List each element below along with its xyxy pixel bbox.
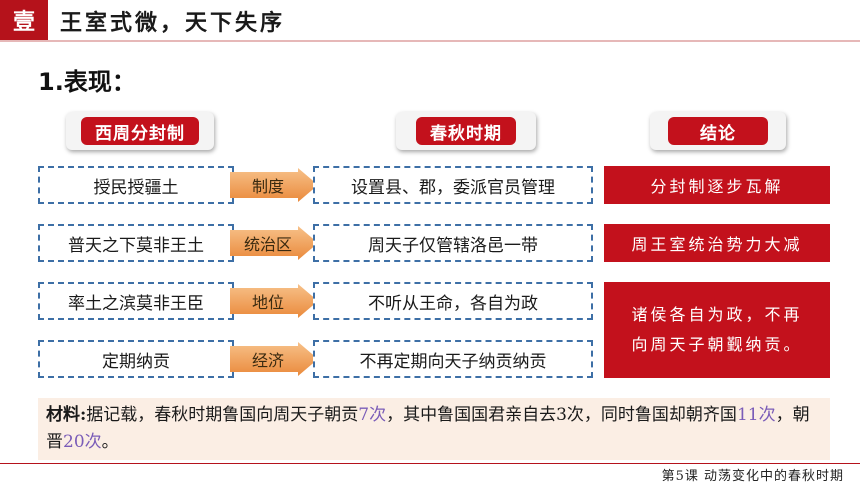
arrow-label: 统治区	[243, 235, 292, 254]
section-title: 1.表现：	[38, 68, 136, 96]
arrow-label: 制度	[251, 177, 284, 196]
conclusion-vassals: 诸侯各自为政，不再 向周天子朝觐纳贡。	[604, 282, 830, 378]
arrow-connector: 制度	[230, 168, 318, 202]
section-badge: 壹	[0, 0, 48, 40]
conclusion-line: 诸侯各自为政，不再	[631, 305, 803, 324]
arrow-right-icon	[230, 226, 318, 260]
arrow-connector: 经济	[230, 342, 318, 376]
slide-header: 壹 王室式微，天下失序	[0, 0, 860, 40]
west-zhou-item: 定期纳贡	[38, 340, 234, 378]
spring-autumn-item: 周天子仅管辖洛邑一带	[313, 224, 593, 262]
spring-autumn-item: 不听从王命，各自为政	[313, 282, 593, 320]
arrow-label: 地位	[251, 293, 284, 312]
material-number: 20次	[63, 432, 102, 452]
west-zhou-item: 普天之下莫非王土	[38, 224, 234, 262]
column-header-west-zhou: 西周分封制	[66, 112, 214, 150]
arrow-label: 经济	[251, 351, 284, 370]
material-tag: 材料:	[46, 405, 87, 425]
arrow-right-icon	[230, 168, 318, 202]
column-header-label: 结论	[668, 117, 768, 145]
material-text: ，朝晋	[46, 405, 810, 452]
slide-title: 王室式微，天下失序	[60, 10, 286, 36]
material-box: 材料:据记载，春秋时期鲁国向周天子朝贡7次，其中鲁国国君亲自去3次，同时鲁国却朝…	[38, 398, 830, 460]
arrow-connector: 统治区	[230, 226, 318, 260]
spring-autumn-item: 不再定期向天子纳贡纳贡	[313, 340, 593, 378]
arrow-right-icon	[230, 342, 318, 376]
header-divider	[0, 40, 860, 42]
column-header-conclusion: 结论	[650, 112, 786, 150]
column-header-spring-autumn: 春秋时期	[396, 112, 536, 150]
conclusion-line: 向周天子朝觐纳贡。	[631, 335, 803, 354]
spring-autumn-item: 设置县、郡，委派官员管理	[313, 166, 593, 204]
conclusion-fenfeng: 分封制逐步瓦解	[604, 166, 830, 204]
column-header-label: 春秋时期	[416, 117, 516, 145]
column-header-label: 西周分封制	[81, 117, 199, 145]
west-zhou-item: 授民授疆土	[38, 166, 234, 204]
arrow-connector: 地位	[230, 284, 318, 318]
material-number: 11次	[736, 405, 776, 425]
material-text: ，其中鲁国国君亲自去3次，同时鲁国却朝齐国	[386, 405, 737, 425]
material-text: 据记载，春秋时期鲁国向周天子朝贡	[86, 405, 359, 425]
material-text: 。	[101, 432, 119, 452]
arrow-right-icon	[230, 284, 318, 318]
footer-divider	[0, 463, 860, 464]
west-zhou-item: 率土之滨莫非王臣	[38, 282, 234, 320]
conclusion-royal-power: 周王室统治势力大减	[604, 224, 830, 262]
material-number: 7次	[358, 405, 387, 425]
footer-lesson-title: 第5课 动荡变化中的春秋时期	[661, 469, 844, 484]
